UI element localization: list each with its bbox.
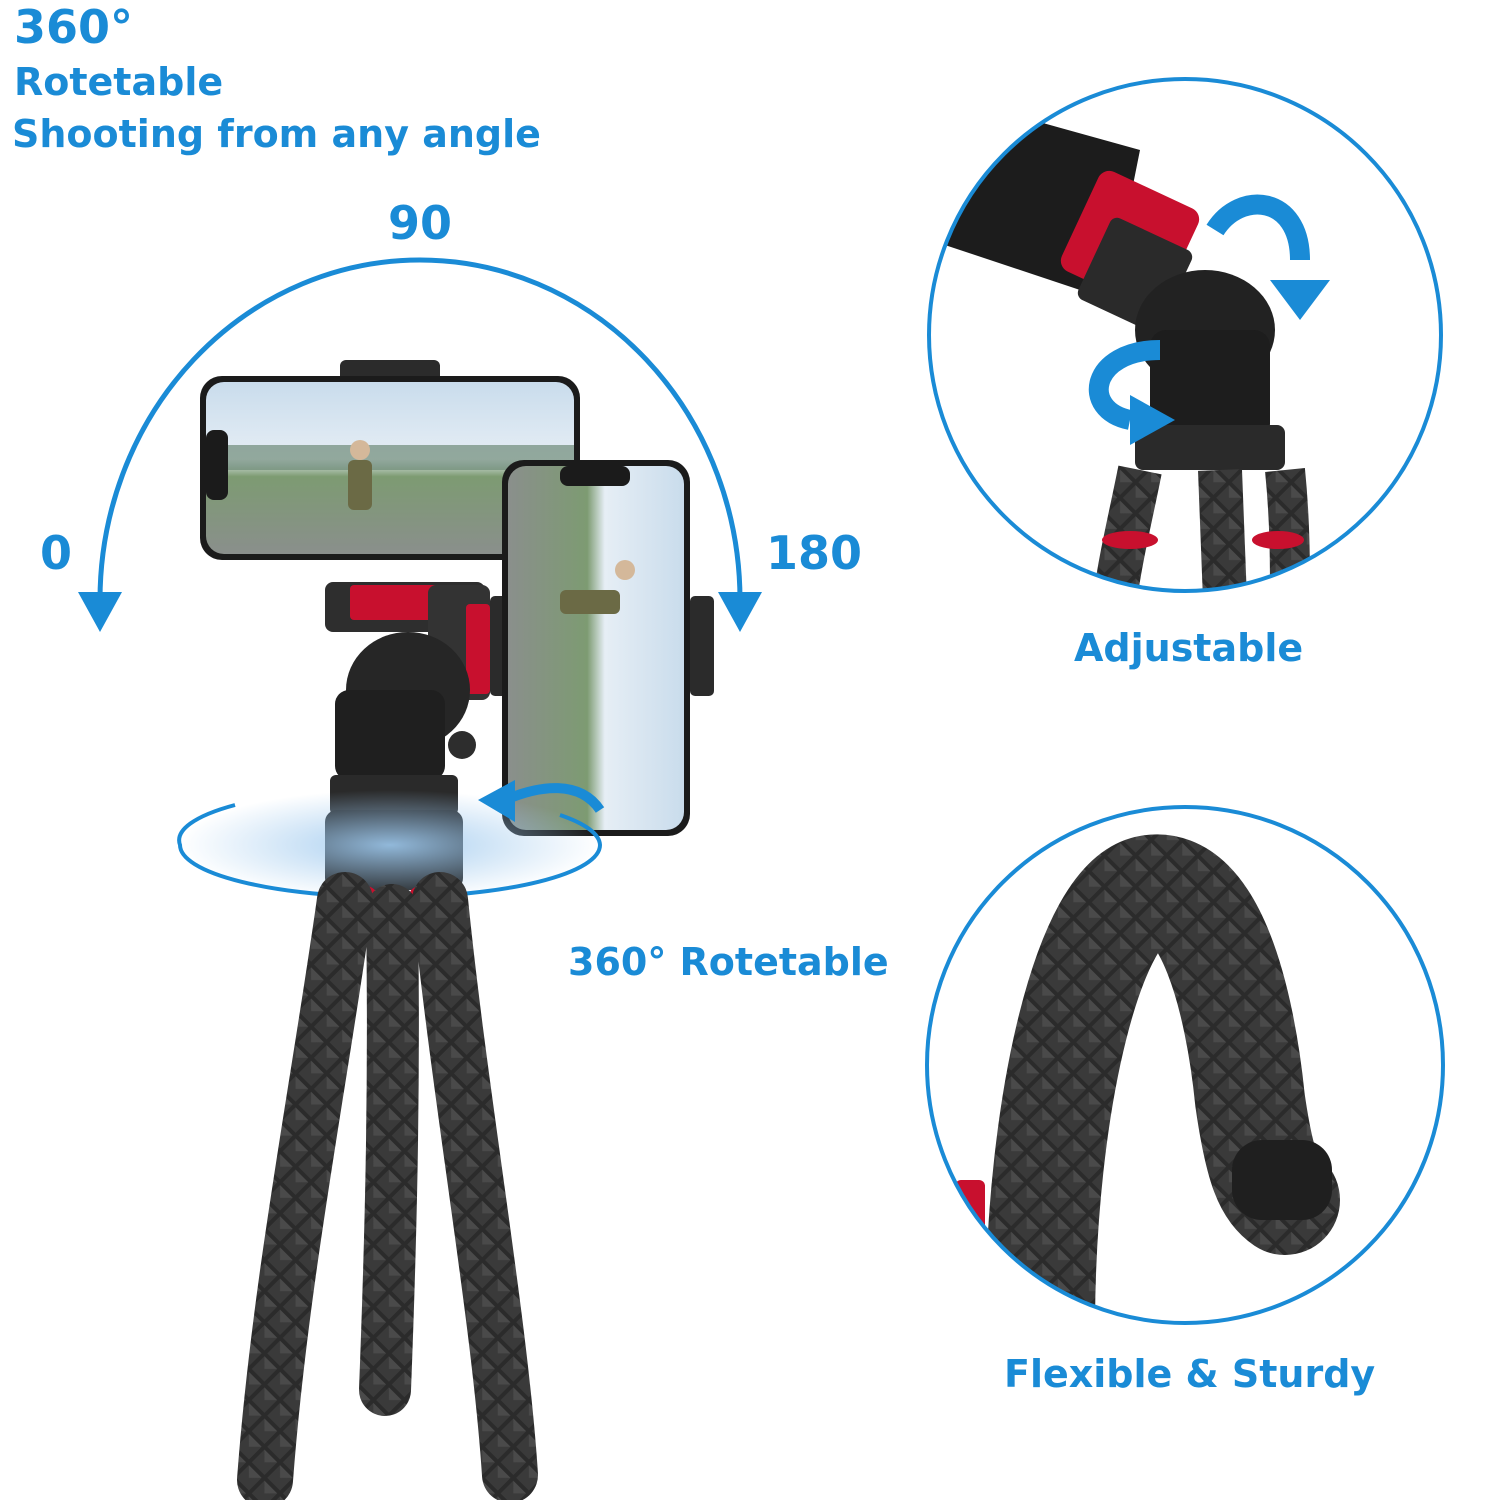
detail-circle-flexible xyxy=(925,805,1445,1325)
angle-label-180: 180 xyxy=(766,526,863,580)
detail-circle-adjustable xyxy=(927,77,1443,593)
angle-label-0: 0 xyxy=(40,526,73,580)
caption-adjustable: Adjustable xyxy=(1074,626,1304,670)
angle-label-90: 90 xyxy=(388,196,453,250)
rotation-arc-arrow-icon xyxy=(78,257,762,632)
phone-vertical xyxy=(490,460,714,836)
caption-360-rotetable: 360° Rotetable xyxy=(568,940,889,984)
headline-360: 360° xyxy=(14,0,134,54)
caption-flexible-sturdy: Flexible & Sturdy xyxy=(1004,1352,1376,1396)
tripod-legs xyxy=(237,872,538,1500)
headline-any-angle: Shooting from any angle xyxy=(12,112,541,156)
curved-arrow-icon xyxy=(1088,194,1330,445)
headline-rotetable: Rotetable xyxy=(14,60,224,104)
